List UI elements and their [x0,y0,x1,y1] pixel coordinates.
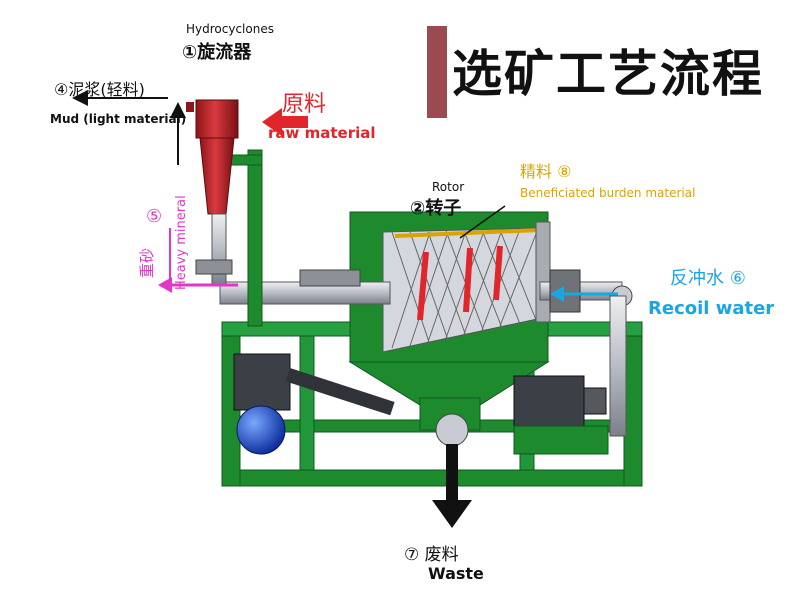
label-waste-cn: ⑦ 废料 [404,545,459,565]
concentrate-leader [459,205,506,239]
motor-right [513,295,627,455]
recoil-water-arrow [550,286,618,302]
label-hydrocyclones-cn: ①旋流器 [182,42,252,63]
label-rotor-cn: ②转子 [410,198,462,219]
motor-left [233,353,395,455]
label-concentrate-en: Beneficiated burden material [520,186,696,200]
label-recoil-en: Recoil water [648,298,775,319]
label-recoil-cn: 反冲水 ⑥ [670,268,746,289]
label-mud-en: Mud (light material) [50,112,187,126]
label-mud-cn: ④泥浆(轻料) [54,80,145,99]
mud-arrow [72,90,186,165]
label-heavy-num: ⑤ [146,206,163,227]
hydrocyclone [186,99,263,327]
waste-outlet [432,413,472,528]
label-heavy-en: Heavy mineral [174,195,189,290]
feed-arrow [262,108,308,136]
label-concentrate-cn: 精料 ⑧ [520,162,572,181]
label-rotor-en: Rotor [432,180,465,194]
label-raw-material-cn: 原料 [282,92,327,117]
label-raw-material-en: raw material [268,124,376,142]
rotor-drum [382,221,551,353]
title-accent-bar [427,26,447,118]
heavy-arrow [158,228,238,293]
label-heavy-cn: 重砂 [138,247,156,278]
label-waste-en: Waste [428,564,484,583]
diagram-title: 选矿工艺流程 [452,44,764,103]
label-hydrocyclones-en: Hydrocyclones [186,22,274,36]
